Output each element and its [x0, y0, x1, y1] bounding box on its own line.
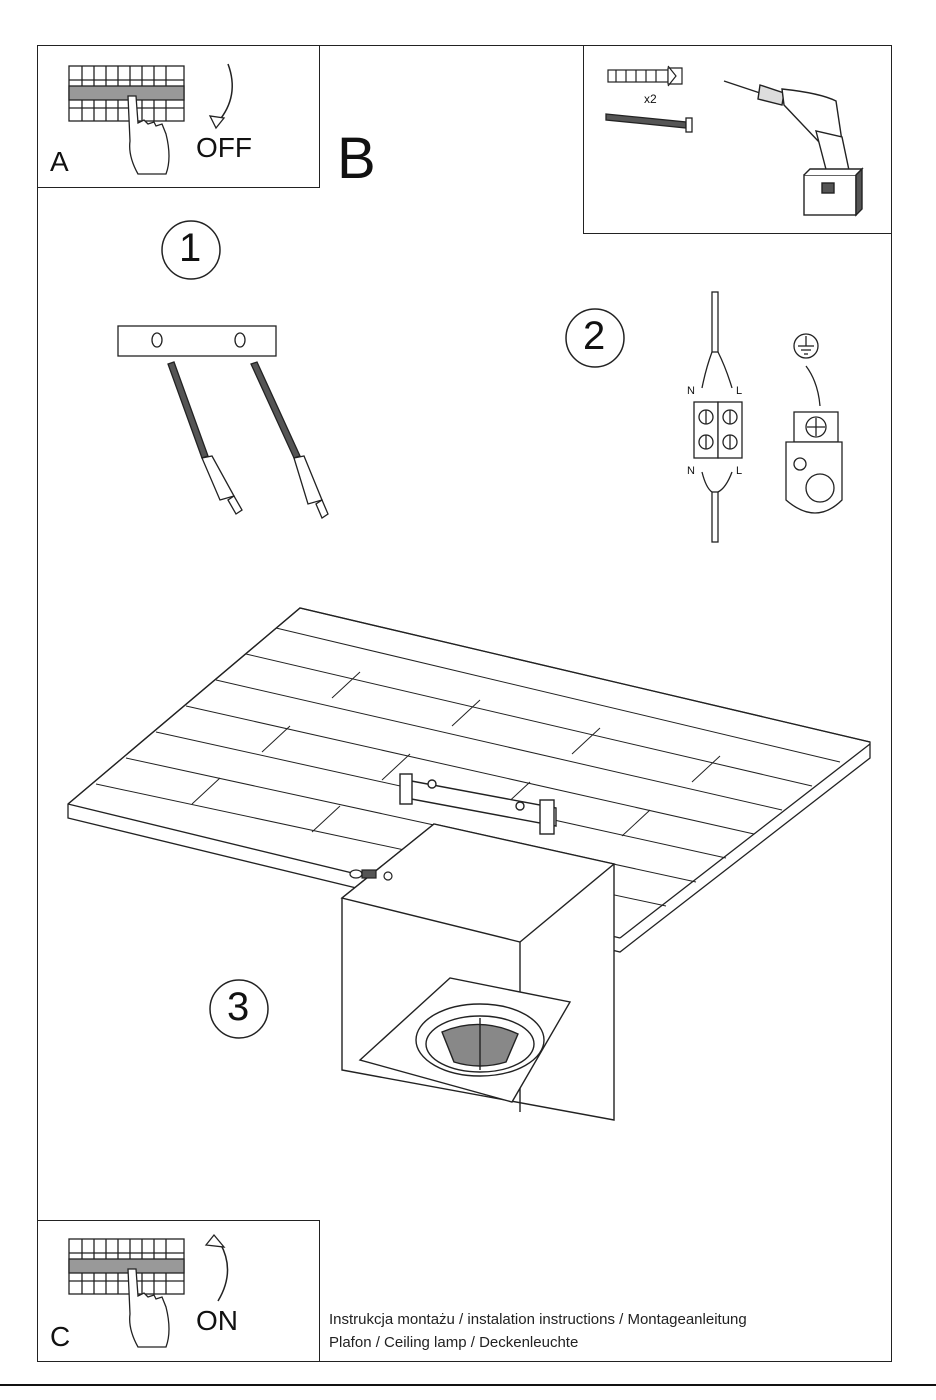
step-3-number: 3: [227, 985, 250, 1029]
panel-a-letter: A: [50, 146, 69, 177]
wire-label-n-top: N: [687, 385, 695, 397]
step-3-circle: [209, 979, 269, 1039]
anchor-quantity: x2: [644, 92, 657, 106]
step-1-circle: [161, 220, 221, 280]
instruction-sheet-frame: [37, 45, 892, 1362]
panel-a: OFF A: [37, 45, 320, 188]
section-b-letter: B: [337, 126, 376, 191]
terminal-block-diagram: [693, 291, 743, 543]
switch-on-label: ON: [196, 1305, 238, 1336]
switch-off-label: OFF: [196, 132, 252, 163]
breaker-box-icon: [68, 63, 233, 175]
wire-label-l-bottom: L: [736, 465, 743, 477]
panel-c-letter: C: [50, 1321, 71, 1352]
footer-title-line: Instrukcja montażu / instalation instruc…: [329, 1311, 747, 1328]
ground-terminal-icon: [785, 333, 843, 514]
step-1-number: 1: [179, 226, 202, 270]
drill-icon: [723, 80, 864, 217]
footer-subtitle-line: Plafon / Ceiling lamp / Deckenleuchte: [329, 1334, 579, 1351]
step-2-number: 2: [583, 314, 606, 358]
wire-label-n-bottom: N: [687, 465, 695, 477]
tools-panel: x2: [583, 45, 892, 234]
wire-label-l-top: L: [736, 385, 743, 397]
ceiling-lamp-body: [340, 773, 616, 1121]
wall-anchor-icon: [607, 65, 683, 87]
screw-icon: [605, 113, 693, 133]
panel-c: ON C: [37, 1220, 320, 1362]
step-2-circle: [565, 308, 625, 368]
mounting-plate-with-screws: [117, 325, 329, 519]
page-bottom-rule: [0, 1384, 936, 1386]
breaker-box-on-icon: [68, 1233, 229, 1348]
